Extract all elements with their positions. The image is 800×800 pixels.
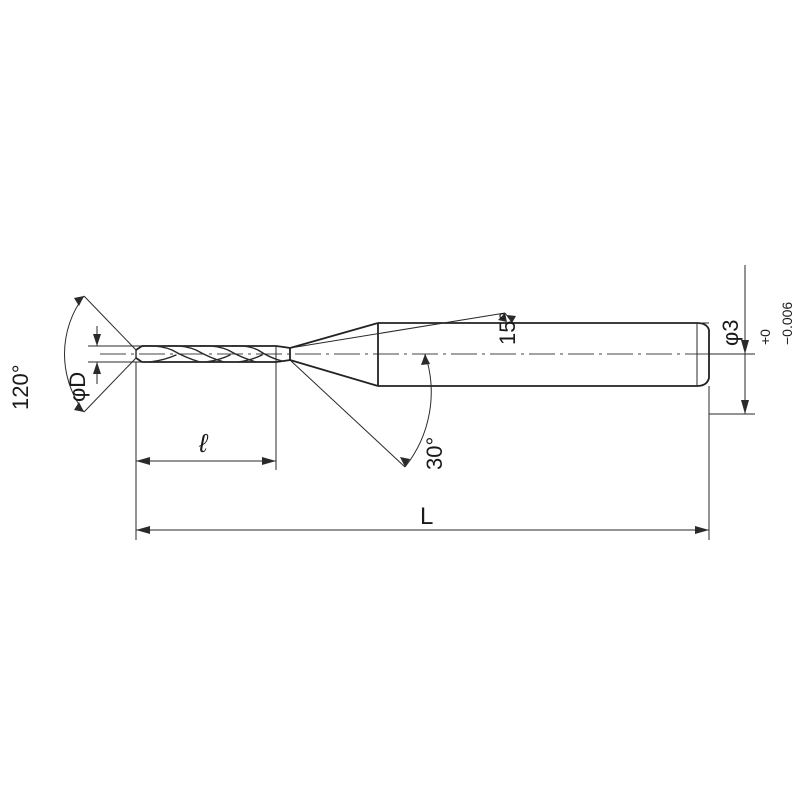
point-angle-dimension [63, 295, 137, 413]
diameter-label: φD [65, 372, 90, 402]
drill-neck [289, 322, 379, 387]
shank-diameter-label: φ3 [718, 319, 743, 346]
taper-angle-label: 15° [495, 312, 520, 345]
neck-angle-label: 30° [422, 437, 447, 470]
point-angle-label: 120° [8, 364, 33, 410]
flute-length-dimension [135, 346, 277, 470]
overall-length-dimension [135, 386, 710, 540]
neck-angle-dimension [289, 353, 432, 468]
drill-shank [377, 322, 710, 387]
flute-length-label: ℓ [198, 428, 209, 458]
diameter-dimension [88, 326, 142, 384]
shank-diameter-dimension [697, 265, 755, 415]
tolerance-lower: −0.006 [779, 302, 795, 345]
overall-length-label: L [420, 503, 433, 530]
taper-angle-dimension [289, 312, 516, 349]
tolerance-upper: +0 [757, 329, 773, 345]
